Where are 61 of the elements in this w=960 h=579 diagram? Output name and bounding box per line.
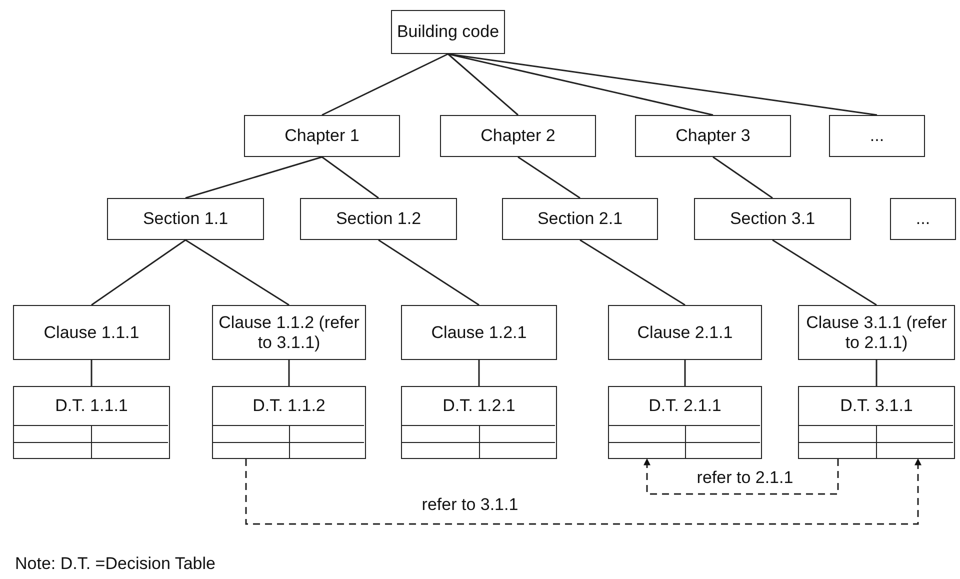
tree-box [300, 198, 457, 240]
node-label: Section 1.2 [336, 209, 422, 229]
tree-box [502, 198, 658, 240]
connector-line [91, 239, 186, 306]
connector-line [684, 360, 686, 386]
node-label: Section 3.1 [730, 209, 816, 229]
node-label: Clause 3.1.1 (refer to 2.1.1) [805, 312, 948, 352]
node-label: Clause 1.1.1 [44, 322, 140, 342]
decision-table [401, 386, 557, 459]
tree-box [798, 305, 955, 360]
decision-table [13, 386, 170, 459]
node-label: Section 1.1 [142, 209, 228, 229]
tree-box [440, 115, 596, 157]
tree-box [401, 305, 557, 360]
connector-line [378, 239, 480, 306]
connector-line [448, 53, 878, 116]
table-title: D.T. 2.1.1 [648, 396, 722, 416]
connector-line [185, 156, 322, 199]
tree-box [212, 305, 366, 360]
tree-box [608, 305, 762, 360]
arrow [644, 458, 839, 495]
node-label: Chapter 3 [676, 126, 750, 146]
table-title: D.T. 1.1.1 [55, 396, 128, 416]
decision-table [798, 386, 955, 459]
connector-line [90, 360, 92, 386]
node-label: Chapter 2 [480, 126, 556, 146]
connector-line [772, 239, 877, 306]
tree-box [107, 198, 264, 240]
node-label: Building code [396, 22, 500, 42]
table-title: D.T. 1.2.1 [442, 396, 516, 416]
connector-line [448, 53, 714, 116]
connector-line [288, 360, 290, 386]
node-label: ... [916, 209, 930, 229]
table-title: D.T. 1.1.2 [252, 396, 326, 416]
arrow [245, 458, 922, 525]
tree-box [829, 115, 925, 157]
table-title: D.T. 3.1.1 [840, 396, 913, 416]
connector-line [448, 53, 518, 116]
connector-line [322, 53, 448, 116]
connector-line [712, 156, 773, 199]
tree-box [694, 198, 851, 240]
tree-box [244, 115, 400, 157]
tree-box [391, 10, 505, 54]
connector-line [322, 156, 379, 199]
node-label: Clause 1.1.2 (refer to 3.1.1) [218, 312, 360, 352]
connector-line [580, 239, 686, 306]
connector-line [478, 360, 480, 386]
node-label: Clause 1.2.1 [431, 322, 527, 342]
connector-line [876, 360, 878, 386]
node-label: ... [870, 126, 884, 146]
note-text: Note: D.T. =Decision Table [15, 554, 216, 574]
decision-table [212, 386, 366, 459]
connector-line [518, 156, 580, 199]
connector-line [185, 239, 290, 306]
node-label: Chapter 1 [284, 126, 360, 146]
node-label: Clause 2.1.1 [637, 322, 733, 342]
node-label: Section 2.1 [537, 209, 623, 229]
decision-table [608, 386, 762, 459]
tree-box [890, 198, 956, 240]
tree-box [13, 305, 170, 360]
tree-box [635, 115, 791, 157]
